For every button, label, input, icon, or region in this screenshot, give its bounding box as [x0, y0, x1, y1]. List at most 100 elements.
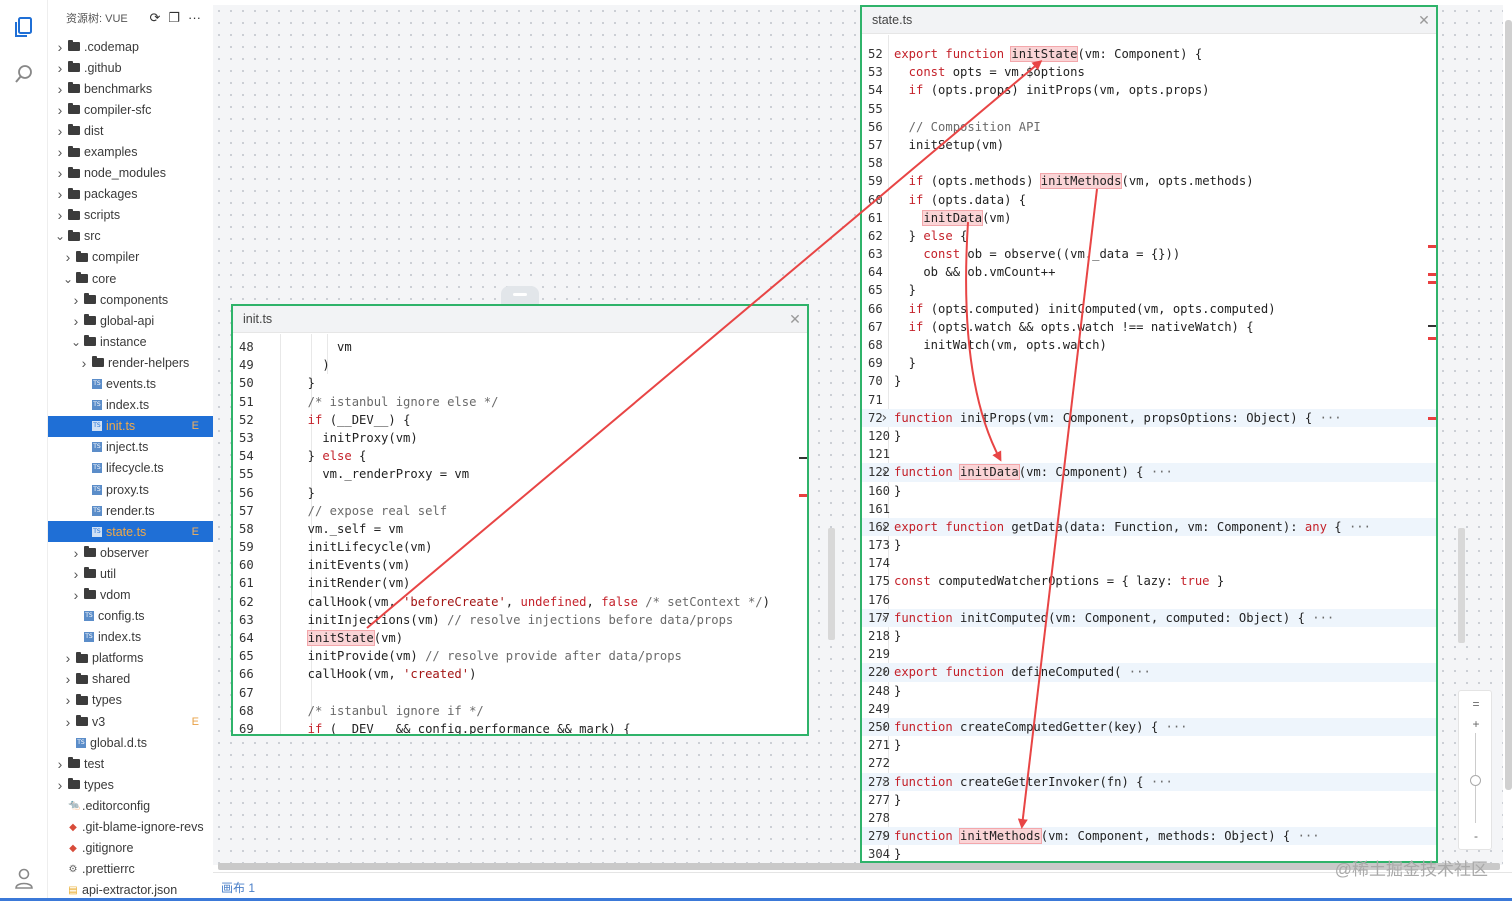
- state-panel-scrollbar[interactable]: [1458, 528, 1465, 643]
- chevron-right-icon[interactable]: ›: [81, 354, 87, 371]
- chevron-right-icon[interactable]: ›: [57, 144, 63, 161]
- tree-folder[interactable]: ›.codemap: [48, 36, 213, 57]
- code-line[interactable]: 48 vm: [233, 338, 807, 356]
- tree-folder[interactable]: ›util: [48, 563, 213, 584]
- code-line[interactable]: 62 } else {: [862, 227, 1436, 245]
- zoom-fit-button[interactable]: =: [1472, 697, 1480, 711]
- code-line[interactable]: 279›function initMethods(vm: Component, …: [862, 827, 1436, 846]
- code-line[interactable]: 52 if (__DEV__) {: [233, 411, 807, 429]
- code-line[interactable]: 162›export function getData(data: Functi…: [862, 517, 1436, 537]
- chevron-right-icon[interactable]: ›: [57, 207, 63, 224]
- tree-folder[interactable]: ›shared: [48, 669, 213, 690]
- code-line[interactable]: 61 initData(vm): [862, 209, 1436, 227]
- account-icon[interactable]: [10, 864, 38, 892]
- more-icon[interactable]: ···: [188, 10, 201, 25]
- chevron-right-icon[interactable]: ›: [57, 101, 63, 118]
- code-line[interactable]: 69 }: [862, 354, 1436, 372]
- code-line[interactable]: 66 if (opts.computed) initComputed(vm, o…: [862, 300, 1436, 318]
- fold-chevron-icon[interactable]: ›: [880, 609, 889, 626]
- fold-chevron-icon[interactable]: ›: [880, 664, 889, 681]
- chevron-right-icon[interactable]: ›: [65, 650, 71, 667]
- tree-folder[interactable]: ›benchmarks: [48, 78, 213, 99]
- highlighted-symbol[interactable]: initState: [1010, 46, 1079, 62]
- code-line[interactable]: 60 initEvents(vm): [233, 556, 807, 574]
- chevron-right-icon[interactable]: ›: [65, 713, 71, 730]
- chevron-right-icon[interactable]: ›: [57, 80, 63, 97]
- code-line[interactable]: 50 }: [233, 374, 807, 392]
- highlighted-symbol[interactable]: initMethods: [1039, 173, 1123, 190]
- tree-folder[interactable]: ⌄core: [48, 268, 213, 289]
- code-line[interactable]: 53 initProxy(vm): [233, 429, 807, 447]
- init-panel-header[interactable]: init.ts ✕: [233, 306, 807, 333]
- chevron-right-icon[interactable]: ›: [57, 165, 63, 182]
- tree-folder[interactable]: ⌄src: [48, 226, 213, 247]
- zoom-out-button[interactable]: -: [1474, 829, 1478, 843]
- code-line[interactable]: 62 callHook(vm, 'beforeCreate', undefine…: [233, 593, 807, 611]
- tree-folder[interactable]: ›compiler: [48, 247, 213, 268]
- code-line[interactable]: 57 // expose real self: [233, 502, 807, 520]
- code-line[interactable]: 54 if (opts.props) initProps(vm, opts.pr…: [862, 81, 1436, 99]
- code-line[interactable]: 249: [862, 700, 1436, 718]
- chevron-right-icon[interactable]: ›: [65, 249, 71, 266]
- tree-folder[interactable]: ›dist: [48, 120, 213, 141]
- code-line[interactable]: 273›function createGetterInvoker(fn) { ·…: [862, 772, 1436, 791]
- code-line[interactable]: 65 initProvide(vm) // resolve provide af…: [233, 647, 807, 665]
- files-icon[interactable]: [10, 14, 38, 42]
- code-line[interactable]: 271}: [862, 736, 1436, 754]
- code-line[interactable]: 250›function createComputedGetter(key) {…: [862, 717, 1436, 737]
- fold-chevron-icon[interactable]: ›: [880, 828, 889, 845]
- fold-chevron-icon[interactable]: ›: [880, 464, 889, 481]
- code-line[interactable]: 304}: [862, 845, 1436, 861]
- code-line[interactable]: 55: [862, 100, 1436, 118]
- tree-file[interactable]: ◆.gitignore: [48, 838, 213, 859]
- code-line[interactable]: 219: [862, 645, 1436, 663]
- code-line[interactable]: 53 const opts = vm.$options: [862, 63, 1436, 81]
- tree-file[interactable]: ◆.git-blame-ignore-revs: [48, 816, 213, 837]
- tree-file[interactable]: ⚙.prettierrc: [48, 859, 213, 880]
- collapse-icon[interactable]: ❐: [168, 10, 180, 25]
- tree-folder[interactable]: ›types: [48, 774, 213, 795]
- tree-folder[interactable]: ›observer: [48, 542, 213, 563]
- tree-file[interactable]: ▤api-extractor.json: [48, 880, 213, 901]
- chevron-right-icon[interactable]: ›: [57, 59, 63, 76]
- code-line[interactable]: 56 // Composition API: [862, 118, 1436, 136]
- code-line[interactable]: 272: [862, 754, 1436, 772]
- chevron-right-icon[interactable]: ›: [65, 671, 71, 688]
- chevron-right-icon[interactable]: ›: [73, 312, 79, 329]
- tree-folder[interactable]: ›types: [48, 690, 213, 711]
- code-line[interactable]: 67: [233, 684, 807, 702]
- code-line[interactable]: 278: [862, 809, 1436, 827]
- code-line[interactable]: 72›function initProps(vm: Component, pro…: [862, 408, 1436, 427]
- tree-folder[interactable]: ›vdom: [48, 584, 213, 605]
- tree-folder[interactable]: ›.github: [48, 57, 213, 78]
- code-line[interactable]: 63 initInjections(vm) // resolve injecti…: [233, 611, 807, 629]
- code-line[interactable]: 160}: [862, 482, 1436, 500]
- code-line[interactable]: 66 callHook(vm, 'created'): [233, 665, 807, 683]
- chevron-right-icon[interactable]: ›: [65, 692, 71, 709]
- chevron-right-icon[interactable]: ›: [57, 122, 63, 139]
- chevron-right-icon[interactable]: ›: [73, 544, 79, 561]
- highlighted-symbol[interactable]: initData: [959, 464, 1020, 481]
- code-line[interactable]: 51 /* istanbul ignore else */: [233, 393, 807, 411]
- code-line[interactable]: 121: [862, 445, 1436, 463]
- highlighted-symbol[interactable]: initMethods: [959, 828, 1042, 845]
- chevron-right-icon[interactable]: ›: [57, 755, 63, 772]
- close-icon[interactable]: ✕: [789, 310, 801, 327]
- chevron-right-icon[interactable]: ›: [73, 565, 79, 582]
- zoom-slider-knob[interactable]: [1470, 775, 1481, 786]
- tree-folder[interactable]: ›test: [48, 753, 213, 774]
- code-line[interactable]: 58: [862, 154, 1436, 172]
- tree-folder[interactable]: ›packages: [48, 184, 213, 205]
- code-line[interactable]: 68 initWatch(vm, opts.watch): [862, 336, 1436, 354]
